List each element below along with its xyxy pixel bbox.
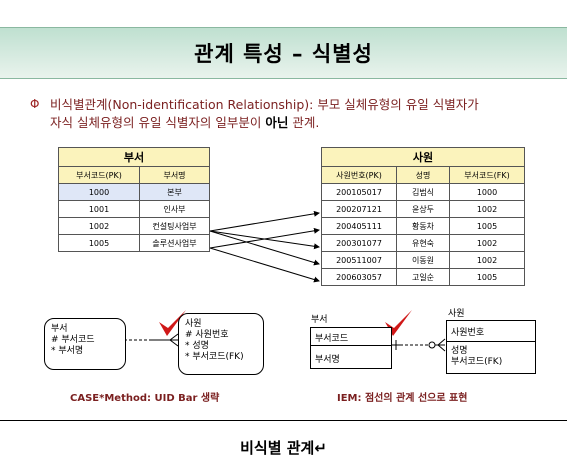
description-text: 비식별관계(Non-identification Relationship): … (50, 96, 550, 132)
dept-col-header: 부서명 (139, 166, 210, 184)
emp-cell: 1005 (449, 268, 525, 286)
dept-table-title: 부서 (58, 147, 210, 167)
case-dept-attr: # 부서코드 (51, 335, 95, 345)
ie-dept-key: 부서코드 (315, 334, 349, 344)
case-dept-entity: 부서 # 부서코드 * 부서명 (44, 318, 126, 370)
case-relationship-line (124, 333, 179, 347)
ie-emp-key: 사원번호 (451, 328, 485, 338)
dept-cell: 인사부 (139, 200, 210, 218)
bullet-icon: Φ (30, 97, 40, 111)
ie-dept-label: 부서 (311, 315, 328, 325)
case-emp-attr: # 사원번호 (185, 330, 229, 340)
slide: 관계 특성 – 식별성 Φ 비식별관계(Non-identification R… (0, 27, 567, 404)
emp-table-title: 사원 (321, 147, 525, 167)
dept-cell: 본부 (139, 183, 210, 201)
case-dept-attr: * 부서명 (51, 346, 84, 356)
description-line-2-start: 자식 실체유형의 유일 식별자의 일부분이 (50, 115, 266, 130)
case-emp-entity: 사원 # 사원번호 * 성명 * 부서코드(FK) (178, 313, 264, 375)
check-mark-icon (159, 310, 186, 336)
emp-col-header: 부서코드(FK) (449, 166, 525, 184)
ie-dept-entity: 부서코드 부서명 (310, 327, 392, 369)
title-band: 관계 특성 – 식별성 (0, 27, 567, 79)
dept-col-header: 부서코드(PK) (58, 166, 140, 184)
emp-cell: 200603057 (321, 268, 397, 286)
footer-caption: 비식별 관계↵ (240, 439, 327, 457)
dept-cell: 솔루션사업부 (139, 234, 210, 252)
description-emphasis: 아닌 (265, 115, 289, 130)
description-line-2-end: 관계. (288, 115, 320, 130)
case-dept-name: 부서 (51, 324, 68, 334)
ie-emp-label: 사원 (448, 309, 465, 319)
ie-dept-attr: 부서명 (315, 355, 340, 365)
case-emp-name: 사원 (185, 319, 202, 329)
emp-col-header: 성명 (396, 166, 450, 184)
case-emp-attr: * 부서코드(FK) (185, 352, 244, 362)
divider (0, 420, 567, 421)
ie-emp-entity: 사원번호 성명 부서코드(FK) (446, 320, 536, 374)
ie-emp-attr: 성명 (451, 346, 468, 356)
table-link-arrows (209, 210, 320, 283)
case-emp-attr: * 성명 (185, 341, 209, 351)
emp-cell: 고일순 (396, 268, 450, 286)
slide-title: 관계 특성 – 식별성 (194, 42, 373, 66)
case-method-caption: CASE*Method: UID Bar 생략 (70, 393, 220, 404)
ie-relationship-line (391, 338, 446, 352)
description-line-2: 자식 실체유형의 유일 식별자의 일부분이 아닌 관계. (50, 114, 550, 132)
connector-lines (124, 210, 446, 352)
description-line-1: 비식별관계(Non-identification Relationship): … (50, 97, 479, 112)
iem-caption: IEM: 점선의 관계 선으로 표현 (337, 393, 468, 404)
ie-emp-attr: 부서코드(FK) (451, 357, 503, 367)
